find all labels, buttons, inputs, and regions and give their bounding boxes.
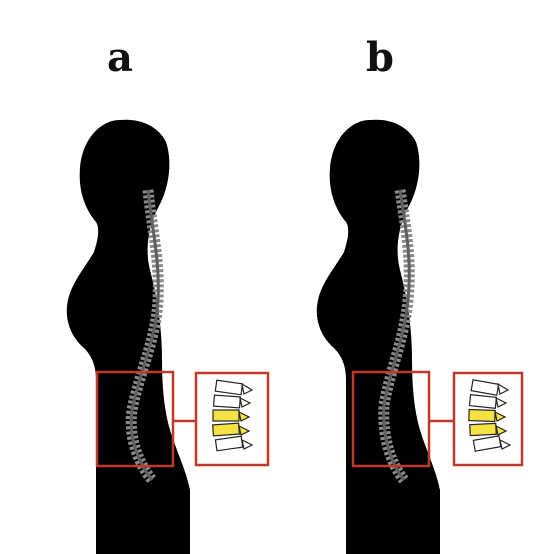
panel-b	[317, 120, 522, 554]
vertebrae-inset-b	[454, 373, 522, 465]
panel-a	[67, 120, 268, 554]
vertebrae-inset-a	[196, 373, 268, 465]
body-silhouette-a	[67, 120, 190, 554]
body-silhouette-b	[317, 120, 440, 554]
